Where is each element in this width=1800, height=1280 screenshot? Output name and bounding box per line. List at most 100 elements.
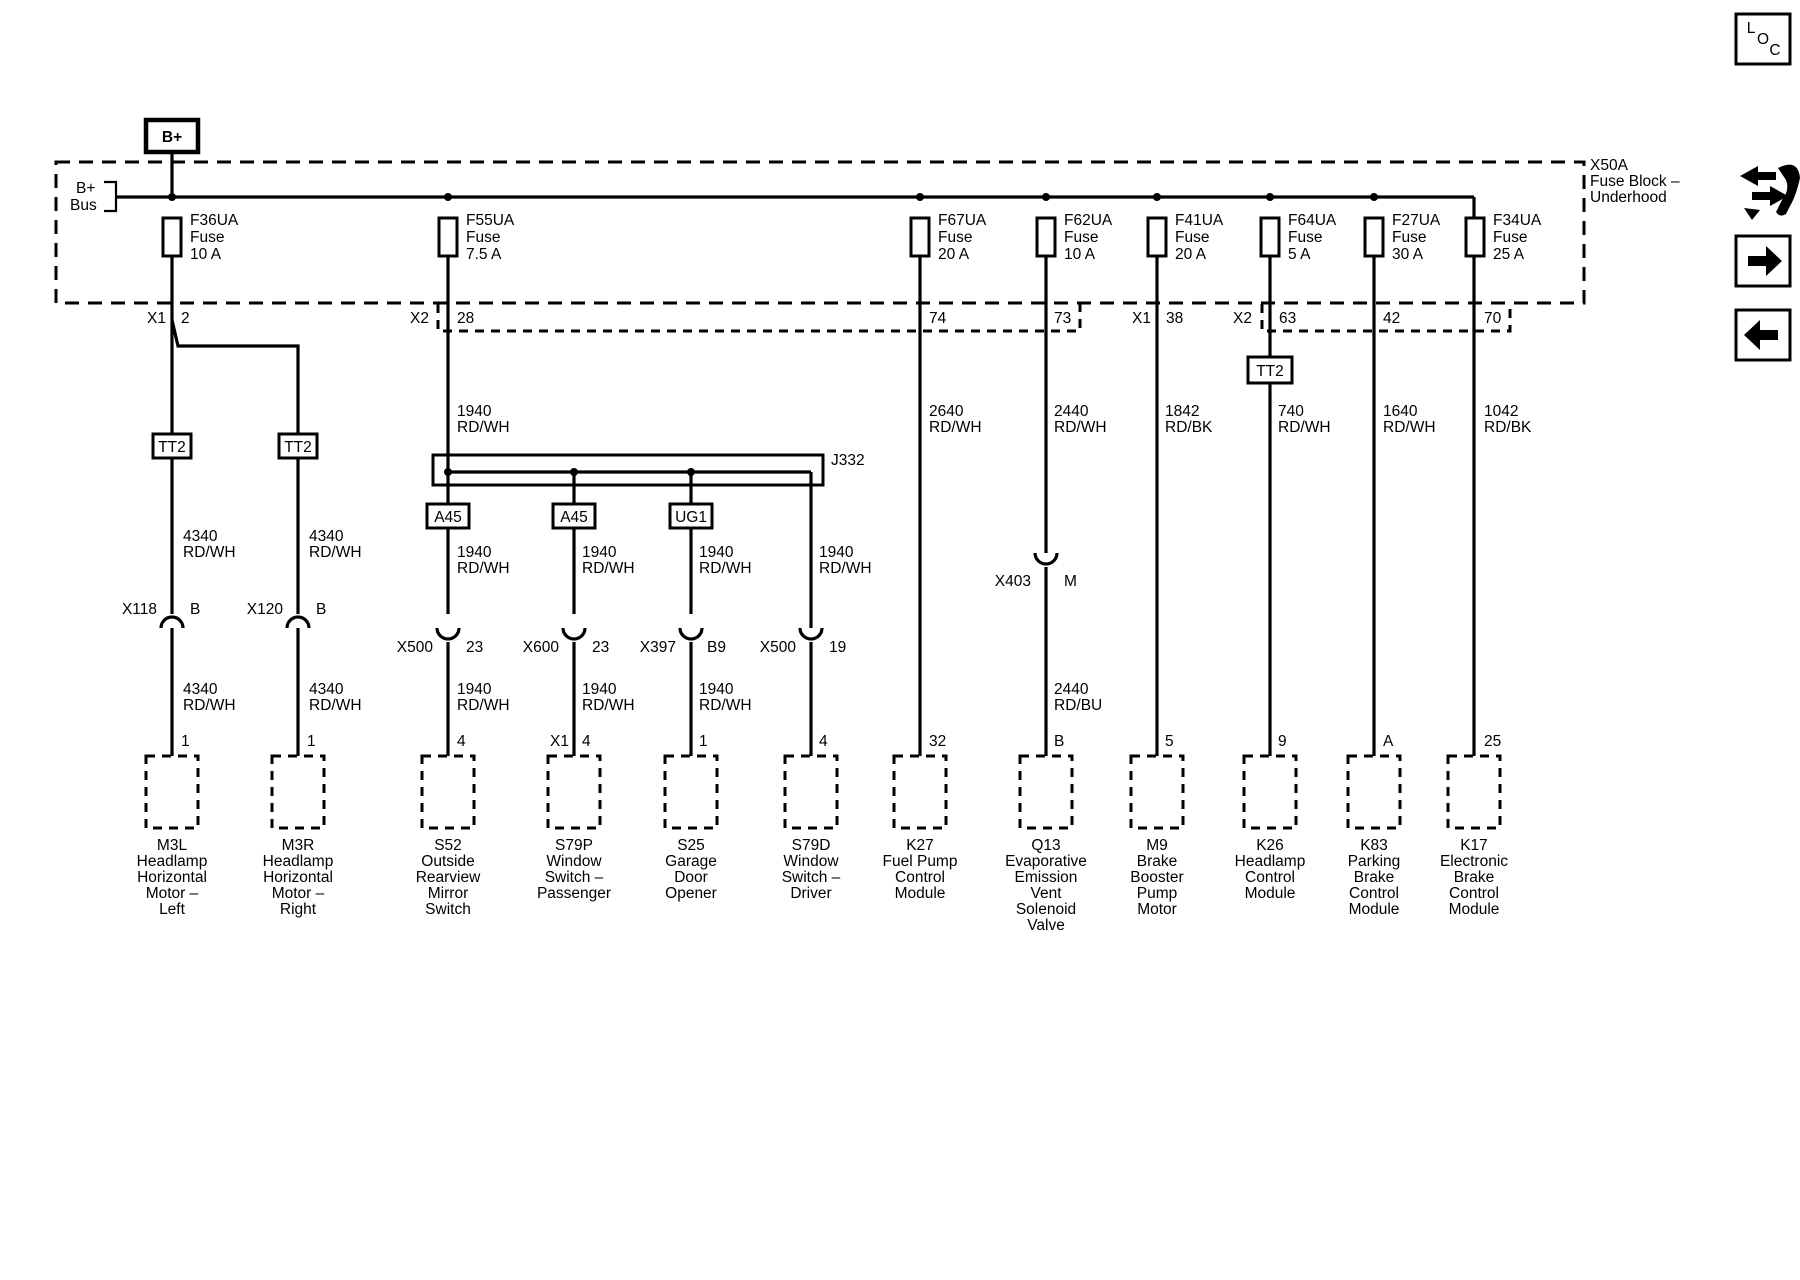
component-m9: M9 Brake Booster Pump Motor (1129, 754, 1185, 918)
conn-x2: X2 (1233, 310, 1252, 327)
svg-text:Motor: Motor (1137, 901, 1177, 918)
svg-text:Passenger: Passenger (537, 885, 611, 902)
conn-x1: X1 (1132, 310, 1151, 327)
wire-color: RD/BU (1054, 697, 1102, 714)
pin-label: 5 (1165, 733, 1174, 750)
locator-o: O (1757, 31, 1769, 48)
svg-text:S52: S52 (434, 837, 462, 854)
svg-text:Pump: Pump (1137, 885, 1178, 902)
connector-name: X120 (247, 601, 284, 618)
wire-number: 1042 (1484, 403, 1518, 420)
wire-number: 1940 (699, 681, 734, 698)
wire-color: RD/WH (457, 560, 510, 577)
component-s52: S52 Outside Rearview Mirror Switch (416, 754, 481, 918)
conn-pin: 42 (1383, 310, 1400, 327)
svg-text:Window: Window (783, 853, 839, 870)
fuse-f41ua: F41UA Fuse 20 A (1146, 212, 1224, 263)
inline-connector (1033, 552, 1059, 566)
svg-text:S79D: S79D (792, 837, 831, 854)
bus-bracket (104, 180, 118, 213)
connector-pin: B (190, 601, 200, 618)
inline-connector (435, 627, 461, 641)
inline-connector (678, 627, 704, 641)
wire-color: RD/WH (1383, 419, 1436, 436)
splice-pack-j332 (431, 453, 825, 487)
previous-page-button[interactable] (1734, 308, 1792, 362)
fuse-f34ua: F34UA Fuse 25 A (1464, 212, 1542, 263)
wire-number: 1940 (699, 544, 734, 561)
wire-color: RD/WH (1278, 419, 1331, 436)
wire-color: RD/WH (457, 697, 510, 714)
wire (170, 319, 300, 434)
svg-text:Switch: Switch (425, 901, 471, 918)
connector-pin: M (1064, 573, 1077, 590)
svg-text:S79P: S79P (555, 837, 593, 854)
wire-number: 4340 (309, 681, 344, 698)
svg-text:Control: Control (1349, 885, 1399, 902)
svg-text:K17: K17 (1460, 837, 1488, 854)
svg-text:Control: Control (1449, 885, 1499, 902)
arrow-right-icon (1748, 246, 1782, 276)
option-code-a45: A45 (551, 502, 597, 530)
fuse-rating: 30 A (1392, 246, 1424, 263)
connector-pin: B9 (707, 639, 726, 656)
wire-number: 1940 (457, 544, 492, 561)
locator-c: C (1769, 42, 1780, 59)
wire-number: 4340 (183, 528, 218, 545)
inline-connector (285, 615, 311, 629)
wire-number: 1940 (819, 544, 854, 561)
svg-text:Motor –: Motor – (272, 885, 325, 902)
svg-text:Window: Window (546, 853, 602, 870)
svg-text:Switch –: Switch – (782, 869, 841, 886)
bus-junction (916, 193, 924, 201)
bus-label-1: B+ (76, 180, 95, 197)
fuse-block-outline (54, 160, 1586, 305)
svg-text:A45: A45 (434, 509, 462, 526)
x2-connector-outline (1260, 304, 1512, 333)
svg-text:Horizontal: Horizontal (263, 869, 333, 886)
component-locator-button[interactable]: L O C (1734, 12, 1792, 66)
wrench-connector-icon[interactable] (1740, 164, 1800, 220)
wire-number: 2440 (1054, 403, 1089, 420)
svg-text:Headlamp: Headlamp (137, 853, 208, 870)
fuse-rating: 25 A (1493, 246, 1525, 263)
conn-x1: X1 (147, 310, 166, 327)
svg-text:Switch –: Switch – (545, 869, 604, 886)
wire-number: 2440 (1054, 681, 1089, 698)
arrow-left-icon (1744, 320, 1778, 350)
svg-text:Control: Control (1245, 869, 1295, 886)
wire-color: RD/WH (309, 544, 362, 561)
fuse-f67ua: F67UA Fuse 20 A (909, 212, 987, 263)
component-m3l: M3L Headlamp Horizontal Motor – Left (137, 754, 208, 918)
next-page-button[interactable] (1734, 234, 1792, 288)
pin-label: 4 (819, 733, 828, 750)
svg-text:Brake: Brake (1454, 869, 1495, 886)
svg-text:Door: Door (674, 869, 708, 886)
svg-text:Q13: Q13 (1031, 837, 1060, 854)
pin-label: 25 (1484, 733, 1501, 750)
pin-label: A (1383, 733, 1394, 750)
fuse-name: F41UA (1175, 212, 1224, 229)
supply-label: B+ (162, 129, 182, 146)
connector-pin: B (316, 601, 326, 618)
svg-text:S25: S25 (677, 837, 705, 854)
wire-color: RD/BK (1165, 419, 1213, 436)
wire-color: RD/WH (457, 419, 510, 436)
connector-name: X397 (640, 639, 676, 656)
wire-color: RD/WH (582, 697, 635, 714)
fuse-rating: 20 A (938, 246, 970, 263)
svg-text:Garage: Garage (665, 853, 717, 870)
svg-text:Brake: Brake (1354, 869, 1395, 886)
fuse-f64ua: F64UA Fuse 5 A (1259, 212, 1337, 263)
inline-connector (798, 627, 824, 641)
inline-connector (159, 615, 185, 629)
pin-label: 1 (307, 733, 316, 750)
svg-text:Brake: Brake (1137, 853, 1178, 870)
connector-pin: 23 (466, 639, 483, 656)
svg-text:Module: Module (895, 885, 946, 902)
wire-color: RD/WH (582, 560, 635, 577)
bus-junction (1266, 193, 1274, 201)
component-k27: K27 Fuel Pump Control Module (883, 754, 957, 902)
fuse-kind: Fuse (1288, 229, 1322, 246)
